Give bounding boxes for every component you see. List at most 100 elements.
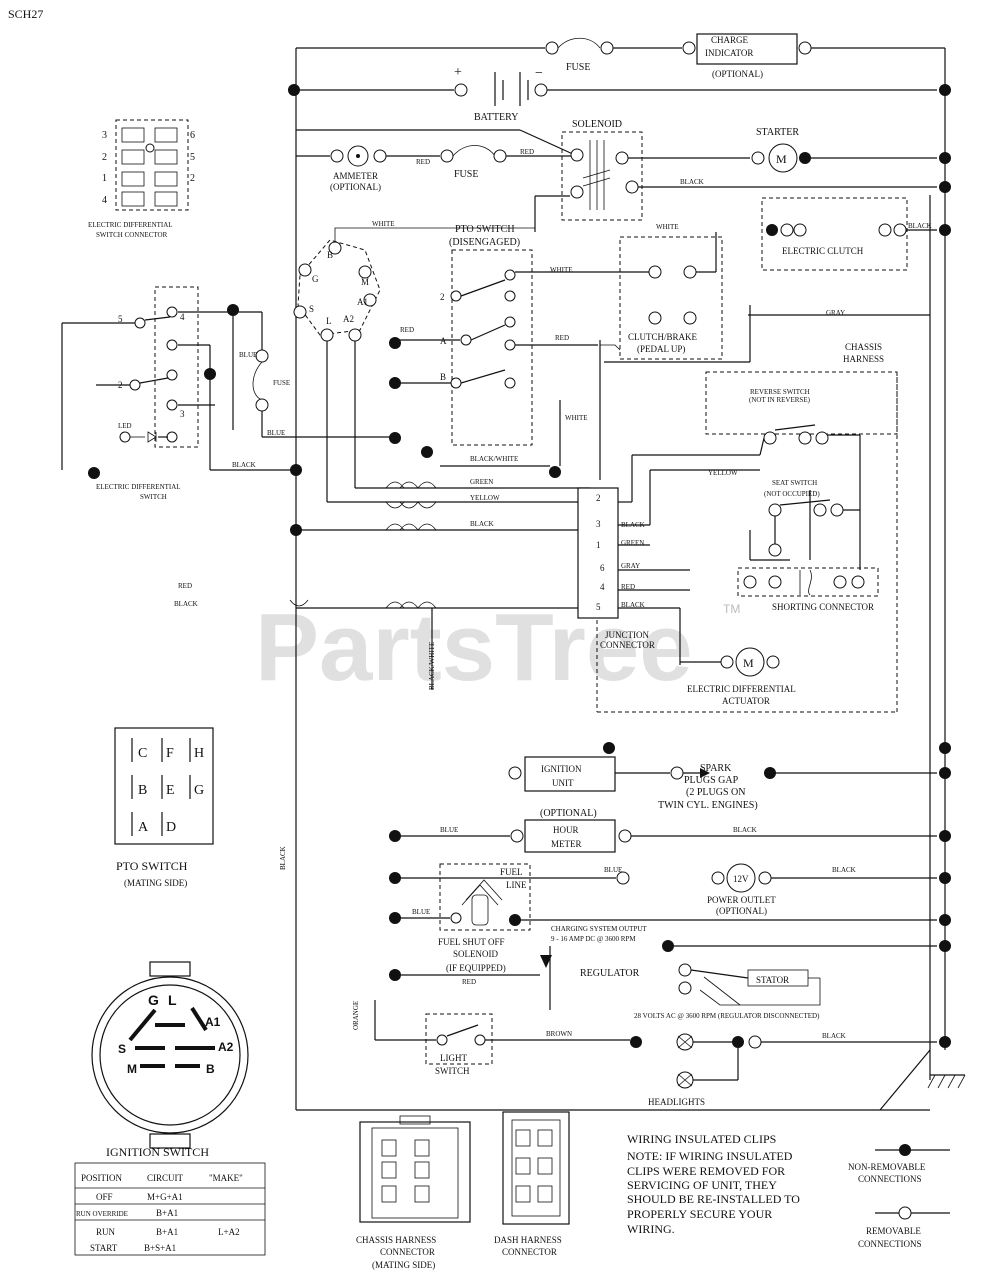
ign-table-header-position: POSITION <box>81 1173 123 1183</box>
charge-indicator-label-2: INDICATOR <box>705 48 753 58</box>
wire-white-3: WHITE <box>656 223 679 231</box>
pto-legend-g: G <box>194 783 204 798</box>
solenoid-ground <box>534 181 951 232</box>
wire-red-4: RED <box>400 326 414 334</box>
spark-label-4: TWIN CYL. ENGINES) <box>658 800 758 811</box>
charging-output-label-2: 9 - 16 AMP DC @ 3600 RPM <box>551 935 636 943</box>
fuel-shutoff-label-3: (IF EQUIPPED) <box>446 963 506 973</box>
chassis-ground-icon <box>927 1074 966 1089</box>
electric-clutch <box>761 197 951 271</box>
ign-table-row3-pos: RUN <box>96 1227 116 1237</box>
headlights-label: HEADLIGHTS <box>648 1097 705 1107</box>
dash-harness-connector <box>502 1111 570 1225</box>
pto-legend-a: A <box>138 820 149 835</box>
junction-pin-4: 4 <box>600 582 605 592</box>
page-code: SCH27 <box>8 7 43 21</box>
chassis-harness-connector <box>359 1115 471 1223</box>
diff-switch-node <box>88 467 100 479</box>
diff-pin-2b: 2 <box>190 173 195 184</box>
wire-red-1: RED <box>416 158 430 166</box>
junction-pin-6: 6 <box>600 563 605 573</box>
pto-legend-f: F <box>166 746 174 761</box>
battery-plus: + <box>454 65 462 80</box>
ammeter-label-1: AMMETER <box>333 171 378 181</box>
led-label: LED <box>118 422 132 430</box>
wire-black-2: BLACK <box>908 222 932 230</box>
seat-switch-label-1: SEAT SWITCH <box>772 479 817 487</box>
ign-table-row2-circuit: B+A1 <box>156 1208 178 1218</box>
harness-bundle <box>289 341 590 690</box>
diff-pin-1: 1 <box>102 173 107 184</box>
electric-clutch-label: ELECTRIC CLUTCH <box>782 246 864 256</box>
shorting-connector-label: SHORTING CONNECTOR <box>772 602 874 612</box>
pto-term-2: 2 <box>440 292 445 302</box>
fuel-shutoff-label-2: SOLENOID <box>453 949 498 959</box>
removable-label-2: CONNECTIONS <box>858 1239 922 1249</box>
dash-connector-label-1: DASH HARNESS <box>494 1235 562 1245</box>
ign-term-a1: A1 <box>357 297 368 307</box>
diff-pin-3: 3 <box>102 130 107 141</box>
left-fuse <box>252 312 433 458</box>
pto-legend-b: B <box>138 783 147 798</box>
light-switch-label-2: SWITCH <box>435 1066 470 1076</box>
diff-pin-5: 5 <box>190 152 195 163</box>
note-line-3: CLIPS WERE REMOVED FOR <box>627 1164 785 1178</box>
light-switch-label-1: LIGHT <box>440 1053 467 1063</box>
fuel-shutoff-label-1: FUEL SHUT OFF <box>438 937 505 947</box>
solenoid-label: SOLENOID <box>572 119 622 130</box>
wire-black-4: BLACK <box>470 520 494 528</box>
ign-table-header-circuit: CIRCUIT <box>147 1173 184 1183</box>
power-outlet <box>389 863 951 893</box>
ammeter-label-2: (OPTIONAL) <box>330 182 381 192</box>
wire-yellow-2: YELLOW <box>708 469 738 477</box>
wire-black-3: BLACK <box>232 461 256 469</box>
actuator-label-2: ACTUATOR <box>722 696 770 706</box>
ign-face-g: G <box>148 992 159 1008</box>
chassis-harness-label-2: HARNESS <box>843 354 884 364</box>
ign-face-a2: A2 <box>218 1040 234 1054</box>
elec-diff-switch-label-1: ELECTRIC DIFFERENTIAL <box>96 483 181 491</box>
diff-pin-2: 2 <box>102 152 107 163</box>
actuator-motor-symbol: M <box>743 656 754 670</box>
ign-face-m: M <box>127 1062 137 1076</box>
wire-red-2: RED <box>520 148 534 156</box>
wire-green-1: GREEN <box>470 478 493 486</box>
wire-gray-1: GRAY <box>826 309 845 317</box>
ign-term-b: B <box>327 250 333 260</box>
junction-connector <box>577 370 898 713</box>
clutch-brake-label-1: CLUTCH/BRAKE <box>628 332 698 342</box>
gray-wire <box>599 314 930 480</box>
junction-label-1: JUNCTION <box>605 630 649 640</box>
wire-black-8: BLACK <box>279 846 287 870</box>
ign-term-g: G <box>312 274 319 284</box>
note-line-7: WIRING. <box>627 1222 675 1236</box>
pto-legend-d: D <box>166 820 176 835</box>
elec-diff-switch <box>61 286 262 470</box>
pto-legend-subtitle: (MATING SIDE) <box>124 878 187 888</box>
wire-blue-5: BLUE <box>412 908 430 916</box>
light-switch-circuit <box>374 1000 951 1089</box>
spark-label-2: PLUGS GAP <box>684 775 739 786</box>
charge-indicator-label-1: CHARGE <box>711 35 749 45</box>
note-line-4: SERVICING OF UNIT, THEY <box>627 1178 777 1192</box>
note-line-2: NOTE: IF WIRING INSULATED <box>627 1149 793 1163</box>
pto-legend-c: C <box>138 746 147 761</box>
reverse-switch <box>705 371 898 570</box>
diff-switch-connector <box>115 119 189 211</box>
power-outlet-label-1: POWER OUTLET <box>707 895 776 905</box>
ignition-unit <box>508 742 951 792</box>
ign-term-s: S <box>309 304 314 314</box>
watermark-tm: TM <box>723 602 740 616</box>
ign-term-a2: A2 <box>343 314 354 324</box>
junction-pin-5: 5 <box>596 602 601 612</box>
non-removable-label-2: CONNECTIONS <box>858 1174 922 1184</box>
non-removable-legend <box>875 1144 950 1156</box>
pto-switch <box>389 249 650 446</box>
pto-legend-title: PTO SWITCH <box>116 859 188 873</box>
seat-switch-label-2: (NOT OCCUPIED) <box>764 490 820 498</box>
charge-indicator-label-3: (OPTIONAL) <box>712 69 763 79</box>
starter-label: STARTER <box>756 127 799 138</box>
ign-table-row3-make: L+A2 <box>218 1227 240 1237</box>
wire-yellow-1: YELLOW <box>470 494 500 502</box>
diff-pin-6: 6 <box>190 130 195 141</box>
